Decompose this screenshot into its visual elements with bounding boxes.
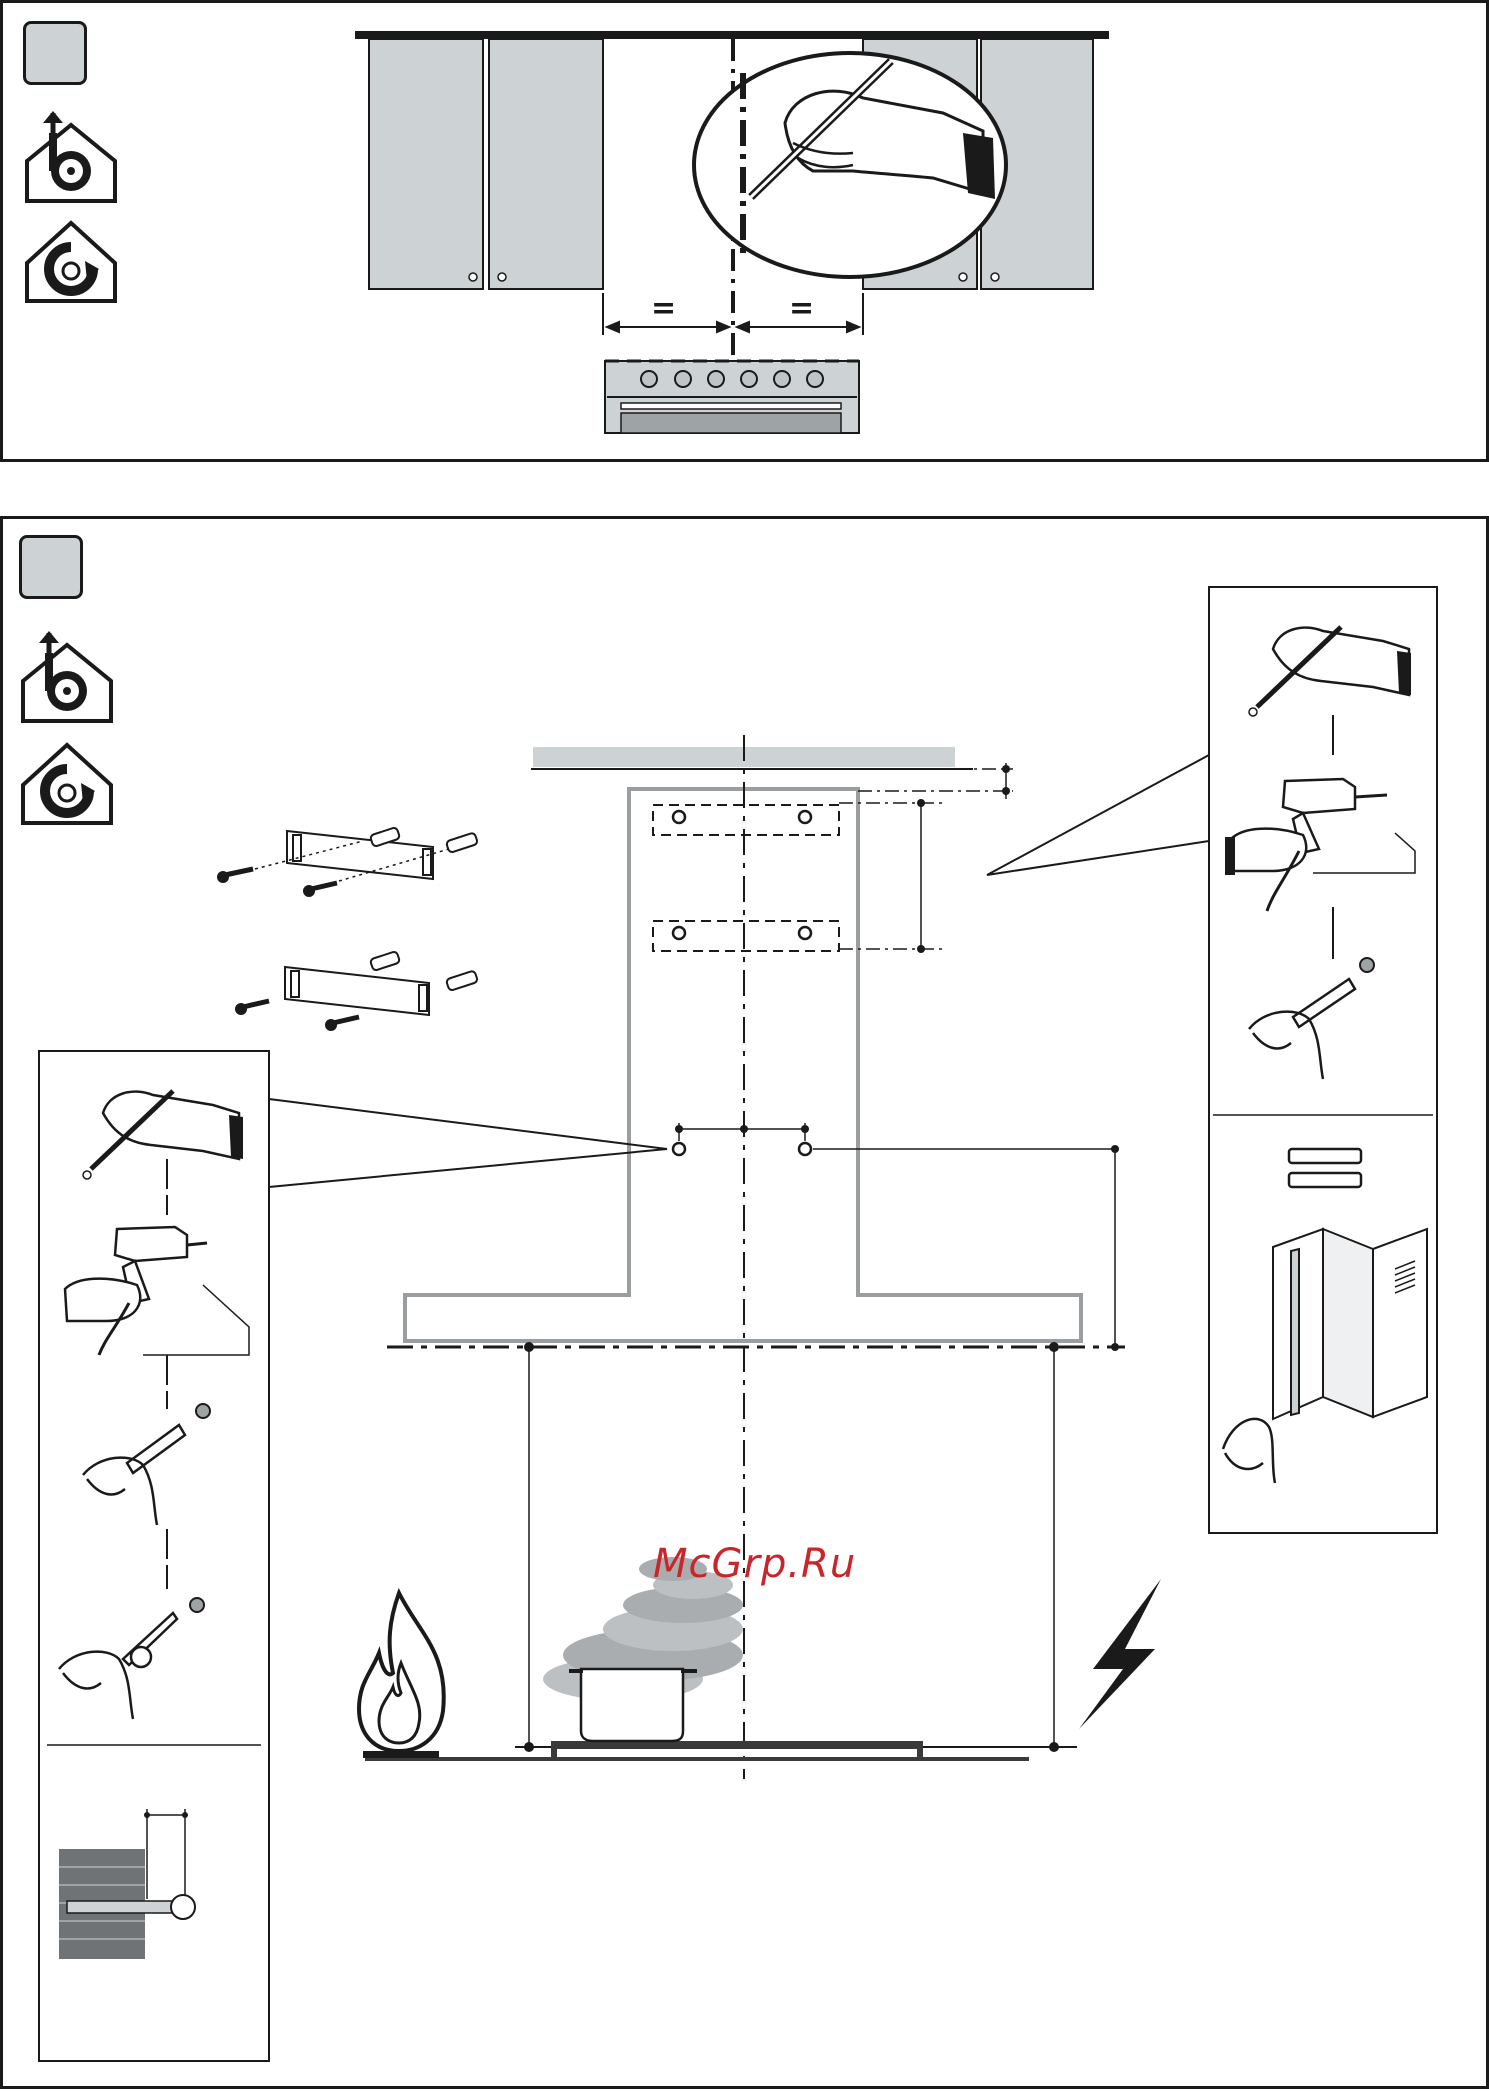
step-2-panel: McGrp.Ru (0, 516, 1489, 2089)
left-equal-marker: = (651, 291, 676, 326)
ducted-house-icon (23, 631, 111, 721)
marking-hand-magnifier (694, 53, 1006, 277)
step-2-diagram (3, 519, 1489, 2092)
lower-fixing-holes (673, 1123, 1119, 1351)
step-1-diagram (3, 3, 1489, 465)
hob-surface (365, 1741, 1029, 1761)
cooker-appliance (605, 361, 859, 433)
electric-lightning-icon (1079, 1579, 1161, 1729)
right-equal-marker: = (789, 291, 814, 326)
step-1-panel: = = (0, 0, 1489, 462)
ducted-house-icon (27, 111, 115, 201)
flame-icon (359, 1593, 444, 1758)
recirculating-house-icon (27, 223, 115, 301)
bracket-screws-illustration-bottom (236, 951, 478, 1030)
watermark-text: McGrp.Ru (653, 1541, 856, 1587)
bracket-screws-illustration-top (218, 827, 478, 896)
left-instruction-box (39, 1051, 269, 2061)
wall-top-line (355, 31, 1109, 39)
right-instruction-box (1209, 587, 1437, 1533)
recirculating-house-icon (23, 745, 111, 823)
